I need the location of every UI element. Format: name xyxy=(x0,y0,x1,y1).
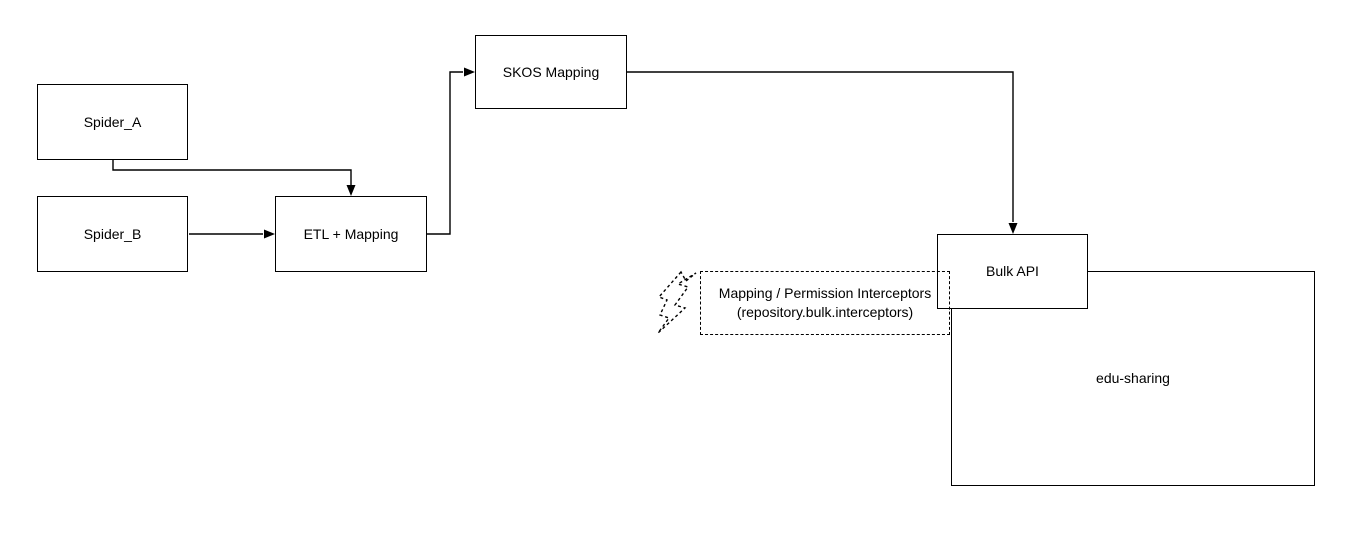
node-bulk-api-label: Bulk API xyxy=(986,263,1039,279)
node-skos-mapping-label: SKOS Mapping xyxy=(502,63,600,80)
node-spider-a-label: Spider_A xyxy=(83,113,142,130)
arrowhead-spider-a-to-etl xyxy=(346,185,356,196)
node-etl-mapping: ETL + Mapping xyxy=(275,196,427,272)
node-spider-a: Spider_A xyxy=(37,84,188,160)
node-edu-sharing: edu-sharing xyxy=(951,271,1315,486)
lightning-bolt-outline xyxy=(657,270,697,334)
edge-etl-to-skos xyxy=(427,71,463,235)
node-interceptors: Mapping / Permission Interceptors (repos… xyxy=(700,271,950,335)
lightning-bolt-icon xyxy=(657,270,697,334)
node-interceptors-label-line1: Mapping / Permission Interceptors xyxy=(718,285,932,301)
node-bulk-api: Bulk API xyxy=(937,234,1088,309)
node-spider-b: Spider_B xyxy=(37,196,188,272)
edge-skos-to-bulk-api xyxy=(627,71,1014,222)
arrowhead-skos-to-bulk-api xyxy=(1008,223,1018,234)
arrowhead-spider-b-to-etl xyxy=(264,229,275,239)
node-etl-mapping-label: ETL + Mapping xyxy=(303,225,399,242)
node-edu-sharing-label: edu-sharing xyxy=(1096,370,1170,386)
node-interceptors-label-line2: (repository.bulk.interceptors) xyxy=(736,304,914,320)
edge-spider-a-to-etl xyxy=(112,160,352,185)
arrowhead-etl-to-skos xyxy=(464,67,475,77)
node-skos-mapping: SKOS Mapping xyxy=(475,35,627,109)
node-spider-b-label: Spider_B xyxy=(83,225,142,242)
